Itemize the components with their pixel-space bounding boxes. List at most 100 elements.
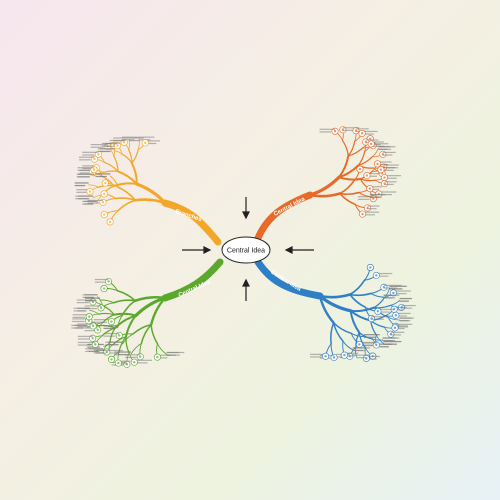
sub-branch (132, 323, 152, 335)
leaf-node (106, 218, 114, 226)
leaf-node (134, 359, 152, 364)
sub-branch (318, 293, 352, 299)
leaf-node (84, 305, 102, 310)
leaf-node (378, 146, 391, 150)
sub-branch (121, 153, 133, 164)
sub-branch (337, 164, 360, 179)
leaf-node (141, 139, 149, 147)
sub-branch (114, 314, 137, 329)
central-node-label: Central Idea (227, 248, 265, 255)
leaf-node (121, 136, 139, 141)
sub-branch (125, 314, 137, 338)
leaf-node (94, 278, 109, 283)
sub-branch (131, 149, 139, 164)
leaf-node (340, 351, 348, 359)
leaf-node (401, 304, 416, 309)
leaf-node (392, 311, 400, 319)
arrow-right-icon (182, 246, 212, 254)
leaf-node (129, 137, 144, 142)
leaf-node (77, 307, 90, 312)
leaf-node (157, 354, 171, 359)
sub-branch (357, 151, 366, 167)
leaf-node (393, 290, 411, 295)
sub-branch (112, 299, 136, 304)
arrow-up-icon (242, 278, 250, 301)
sub-branch (370, 292, 385, 298)
sub-branch (350, 332, 365, 338)
arrow-down-icon (242, 197, 250, 220)
sub-branch (330, 321, 335, 345)
leaf-node (108, 318, 116, 326)
sub-branch (349, 292, 372, 297)
sub-branch (109, 175, 120, 189)
leaf-node (379, 343, 392, 348)
leaf-node (103, 348, 111, 356)
leaf-node (389, 285, 407, 290)
leaf-node (377, 166, 385, 174)
sub-branch (130, 162, 138, 186)
sub-branch (342, 340, 354, 351)
leaf-node (145, 140, 160, 145)
branch-trunk-top-left (161, 199, 222, 246)
leaf-node (359, 341, 378, 346)
leaf-node (362, 211, 380, 216)
leaf-node (166, 351, 185, 356)
leaf-node (309, 353, 326, 358)
leaf-node (104, 325, 118, 329)
leaf-node (75, 195, 94, 200)
leaf-node (369, 186, 382, 190)
sub-branch (337, 176, 362, 181)
sub-branch (117, 314, 123, 329)
central-node[interactable]: Central Idea (221, 236, 271, 264)
leaf-node (384, 175, 401, 179)
leaf-node (85, 313, 93, 321)
leaf-node (78, 156, 95, 161)
sub-branch (358, 192, 371, 198)
leaf-node (380, 174, 388, 182)
leaf-node (100, 190, 108, 198)
sub-branch (373, 296, 386, 309)
sub-branch (102, 170, 119, 174)
leaf-node (366, 173, 381, 177)
leaf-node (382, 151, 396, 156)
leaf-node (97, 148, 115, 153)
sub-branch (384, 287, 390, 298)
sub-branch (347, 140, 356, 157)
sub-branch (371, 148, 379, 158)
leaf-node (84, 297, 100, 302)
leaf-node (101, 179, 109, 187)
leaf-node (95, 349, 110, 354)
leaf-node (358, 129, 366, 137)
sub-branch (308, 175, 341, 197)
sub-branch (332, 321, 344, 342)
arrow-left-icon (284, 246, 314, 254)
sub-branch (372, 338, 384, 341)
sub-branch (128, 139, 130, 151)
leaf-node (359, 210, 367, 218)
sub-branch (349, 309, 361, 334)
leaf-node (118, 351, 132, 356)
leaf-node (371, 316, 388, 320)
sub-branch (150, 323, 159, 345)
leaf-node (105, 341, 123, 346)
leaf-node (394, 306, 407, 311)
sub-branch (140, 323, 152, 345)
leaf-node (100, 211, 108, 219)
leaf-node (357, 196, 374, 200)
leaf-node (389, 289, 397, 297)
leaf-node (95, 173, 111, 178)
sub-branch (349, 279, 366, 296)
leaf-node (380, 167, 399, 171)
sub-branch (156, 343, 168, 355)
leaf-node (366, 185, 374, 193)
sub-branch (134, 296, 167, 318)
sub-branch (355, 331, 360, 348)
leaf-node (84, 200, 97, 205)
leaf-node (77, 335, 93, 340)
sub-branch (88, 184, 100, 188)
sub-branch (358, 331, 374, 340)
leaf-node (93, 319, 112, 323)
sub-branch (117, 186, 136, 202)
sub-branch (121, 299, 136, 317)
